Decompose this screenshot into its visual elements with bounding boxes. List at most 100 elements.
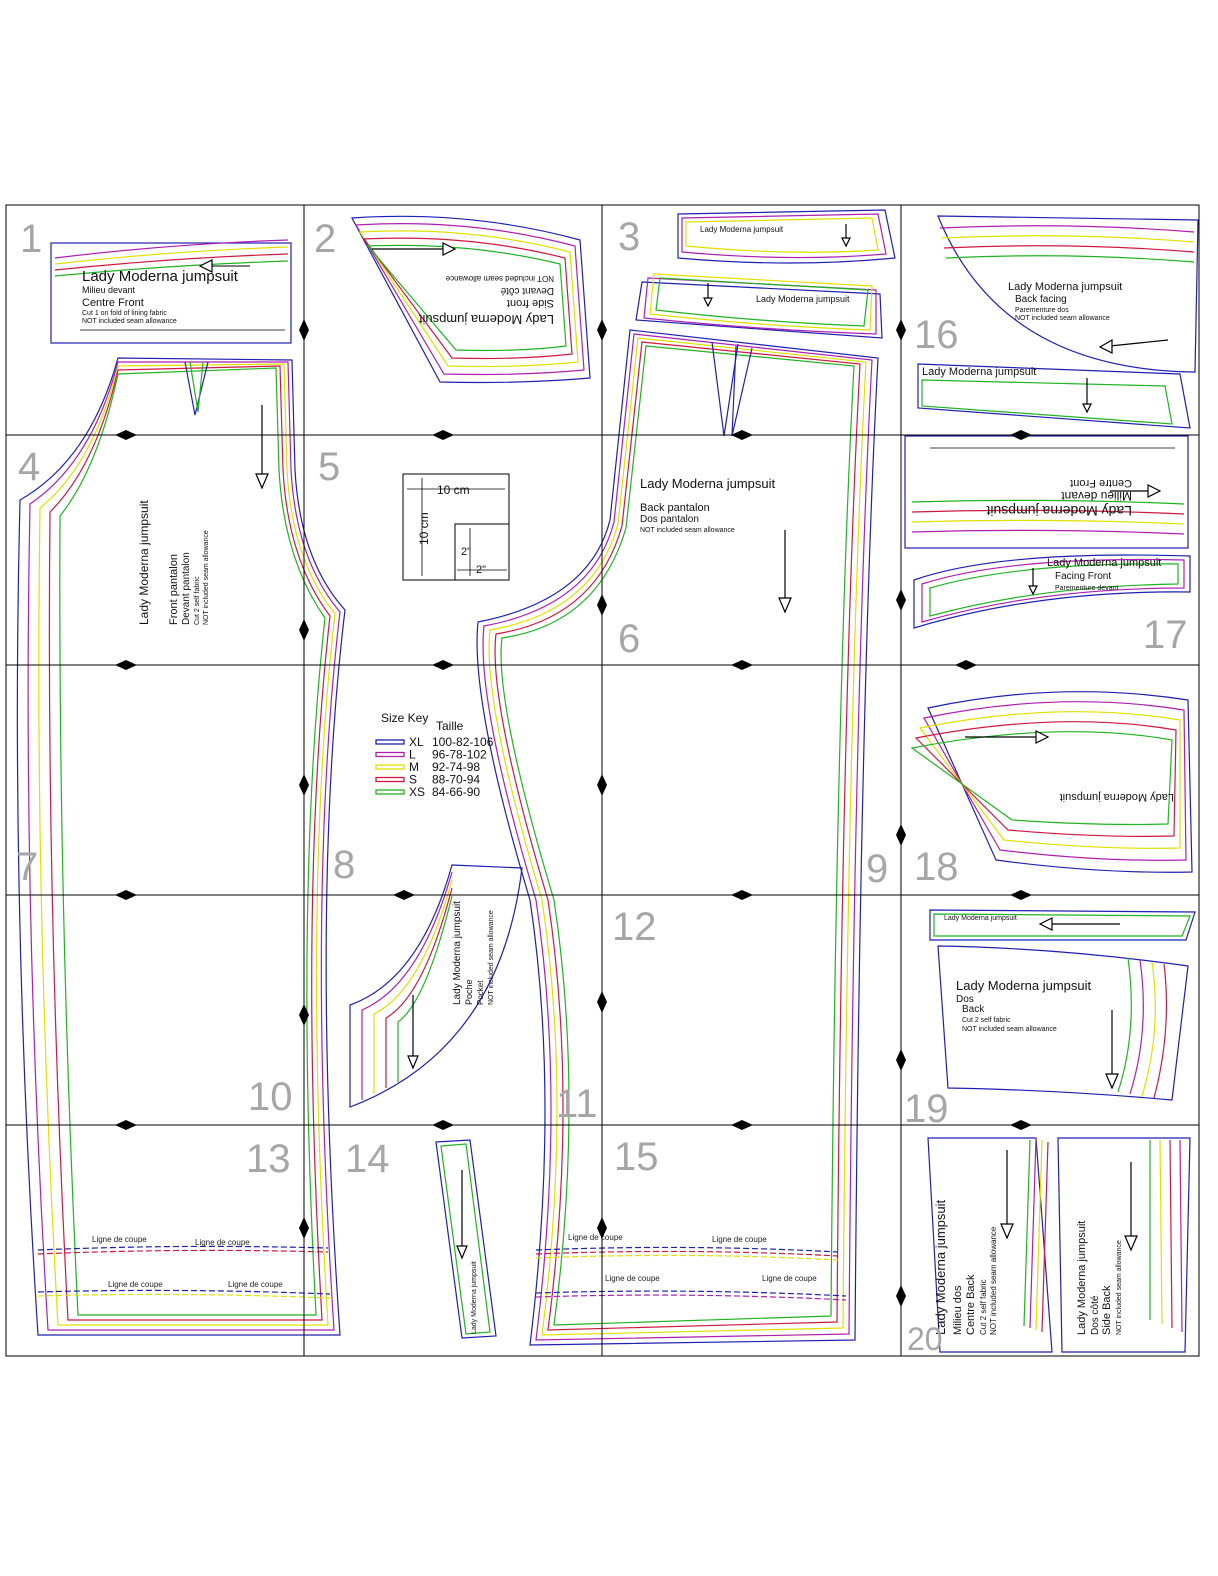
piece-bodice-side-front: Lady Moderna jumpsuit Side front Devant …	[351, 215, 591, 384]
back-facing-line1: Back facing	[1015, 294, 1067, 305]
front-trousers-title: Lady Moderna jumpsuit	[137, 500, 151, 625]
centre-back-line2: Centre Back	[965, 1274, 977, 1335]
bodice-side-front-line2: Devant côté	[500, 285, 554, 296]
centre-front-title: Lady Moderna jumpsuit	[986, 503, 1132, 519]
alignment-diamond	[597, 1217, 607, 1239]
back-facing-line2: Parementure dos	[1015, 307, 1069, 314]
front-hem-label-3: Ligne de coupe	[108, 1280, 163, 1289]
piece-strap-top: Lady Moderna jumpsuit	[677, 209, 896, 264]
waistband-front-line2: Centre Front	[82, 297, 144, 309]
alignment-diamond	[299, 1004, 309, 1026]
size-key-measure-l: 96-78-102	[432, 748, 487, 762]
back-top-title: Lady Moderna jumpsuit	[956, 978, 1092, 993]
back-top-line1: Dos	[956, 994, 974, 1005]
back-top-line3: Cut 2 self fabric	[962, 1017, 1011, 1024]
back-top-line4: NOT included seam allowance	[962, 1026, 1057, 1033]
piece-back-top: Lady Moderna jumpsuit Lady Moderna jumps…	[929, 909, 1196, 1101]
scale-square: 10 cm 10 cm 2" 2"	[402, 473, 510, 581]
alignment-diamond	[1010, 1120, 1032, 1130]
waistband-front-line4: NOT included seam allowance	[82, 318, 177, 325]
size-key-measure-xs: 84-66-90	[432, 785, 480, 799]
pocket-line1: Poche	[464, 979, 474, 1005]
front-trousers-line3: Cut 2 self fabric	[194, 576, 201, 625]
facing-front-title: Lady Moderna jumpsuit	[1047, 557, 1161, 569]
page-number-10: 10	[248, 1075, 293, 1119]
waistband-front-line3: Cut 1 on fold of lining fabric	[82, 310, 167, 317]
size-key-measure-xl: 100-82-106	[432, 735, 494, 749]
scale-width-label: 10 cm	[437, 483, 470, 497]
piece-centre-back: Lady Moderna jumpsuit Milieu dos Centre …	[927, 1137, 1053, 1353]
page-grid	[5, 204, 1200, 1357]
centre-back-line1: Milieu dos	[952, 1285, 964, 1335]
alignment-diamond	[896, 1285, 906, 1307]
page-number-7: 7	[16, 845, 38, 889]
page-number-2: 2	[314, 217, 336, 261]
piece-back-trousers: Lady Moderna jumpsuit Back pantalon Dos …	[476, 329, 879, 1346]
alignment-diamond	[115, 890, 137, 900]
piece-side-panel: Lady Moderna jumpsuit	[910, 691, 1193, 873]
alignment-diamond	[597, 594, 607, 616]
bodice-side-front-line1: Side front	[507, 297, 554, 309]
size-key-swatch-l	[375, 751, 405, 758]
narrow-strap-title: Lady Moderna jumpsuit	[471, 1261, 478, 1334]
centre-back-line3: Cut 2 self fabric	[979, 1279, 988, 1335]
alignment-diamond	[1010, 430, 1032, 440]
piece-centre-front: Lady Moderna jumpsuit Milieu devant Cent…	[904, 435, 1189, 549]
page-numbers: 1 2 3 4 5 6 7 8 9 10 11 12 13 14 15 16 1…	[16, 215, 1188, 1357]
back-hem-label-3: Ligne de coupe	[605, 1274, 660, 1283]
piece-waistband-front: Lady Moderna jumpsuit Milieu devant Cent…	[50, 239, 292, 344]
centre-front-line2: Centre Front	[1070, 477, 1132, 489]
piece-front-trousers: Lady Moderna jumpsuit Front pantalon Dev…	[16, 357, 346, 1336]
back-hem-label-4: Ligne de coupe	[762, 1274, 817, 1283]
size-key-measure-s: 88-70-94	[432, 773, 480, 787]
waistband-front-title: Lady Moderna jumpsuit	[82, 268, 239, 285]
page-number-3: 3	[618, 215, 640, 259]
pattern-pieces: Lady Moderna jumpsuit Milieu devant Cent…	[16, 209, 1199, 1353]
front-trousers-line2: Devant pantalon	[181, 552, 192, 625]
centre-back-line4: NOT included seam allowance	[989, 1226, 998, 1335]
piece-pocket: Lady Moderna jumpsuit Poche Pocket NOT i…	[349, 864, 523, 1108]
size-key-size-s: S	[409, 773, 417, 787]
side-back-title: Lady Moderna jumpsuit	[1076, 1221, 1088, 1335]
page-number-19: 19	[904, 1087, 949, 1131]
back-hem-label-2: Ligne de coupe	[712, 1235, 767, 1244]
alignment-diamond	[393, 890, 415, 900]
back-trousers-line2: Dos pantalon	[640, 514, 699, 525]
page-number-20: 20	[907, 1321, 943, 1357]
back-facing-line3: NOT included seam allowance	[1015, 315, 1110, 322]
piece-back-facing: Lady Moderna jumpsuit Back facing Pareme…	[937, 215, 1199, 373]
centre-front-line1: Milieu devant	[1061, 489, 1132, 503]
strap-middle-title: Lady Moderna jumpsuit	[756, 294, 850, 304]
alignment-diamond	[896, 824, 906, 846]
piece-facing-front: Lady Moderna jumpsuit Facing Front Parem…	[913, 554, 1191, 629]
size-key-size-m: M	[409, 760, 419, 774]
size-key-size-l: L	[409, 748, 416, 762]
alignment-diamond	[115, 430, 137, 440]
alignment-diamond	[299, 619, 309, 641]
size-key-swatch-xl	[375, 739, 405, 745]
back-trousers-title: Lady Moderna jumpsuit	[640, 476, 776, 491]
facing-front-line1: Facing Front	[1055, 571, 1111, 582]
piece-strap-middle: Lady Moderna jumpsuit	[635, 273, 883, 339]
side-back-line2: Side Back	[1101, 1285, 1113, 1335]
page-number-5: 5	[318, 445, 340, 489]
page-number-14: 14	[345, 1137, 390, 1181]
alignment-diamond	[731, 430, 753, 440]
alignment-diamond	[731, 660, 753, 670]
size-key-measure-m: 92-74-98	[432, 760, 480, 774]
piece-narrow-strap: Lady Moderna jumpsuit	[435, 1139, 497, 1339]
waistband-front-line1: Milieu devant	[82, 285, 136, 295]
side-panel-title: Lady Moderna jumpsuit	[1060, 791, 1174, 803]
page-number-1: 1	[20, 217, 42, 261]
front-hem-label-2: Ligne de coupe	[195, 1238, 250, 1247]
piece-side-back: Lady Moderna jumpsuit Dos côté Side Back…	[1057, 1137, 1191, 1353]
alignment-diamond	[432, 1120, 454, 1130]
page-number-15: 15	[614, 1135, 659, 1179]
scale-inner-height-label: 2"	[461, 546, 471, 558]
bodice-side-front-title: Lady Moderna jumpsuit	[418, 312, 554, 327]
page-number-9: 9	[866, 847, 888, 891]
pocket-title: Lady Moderna jumpsuit	[452, 901, 463, 1005]
alignment-diamond	[1010, 890, 1032, 900]
